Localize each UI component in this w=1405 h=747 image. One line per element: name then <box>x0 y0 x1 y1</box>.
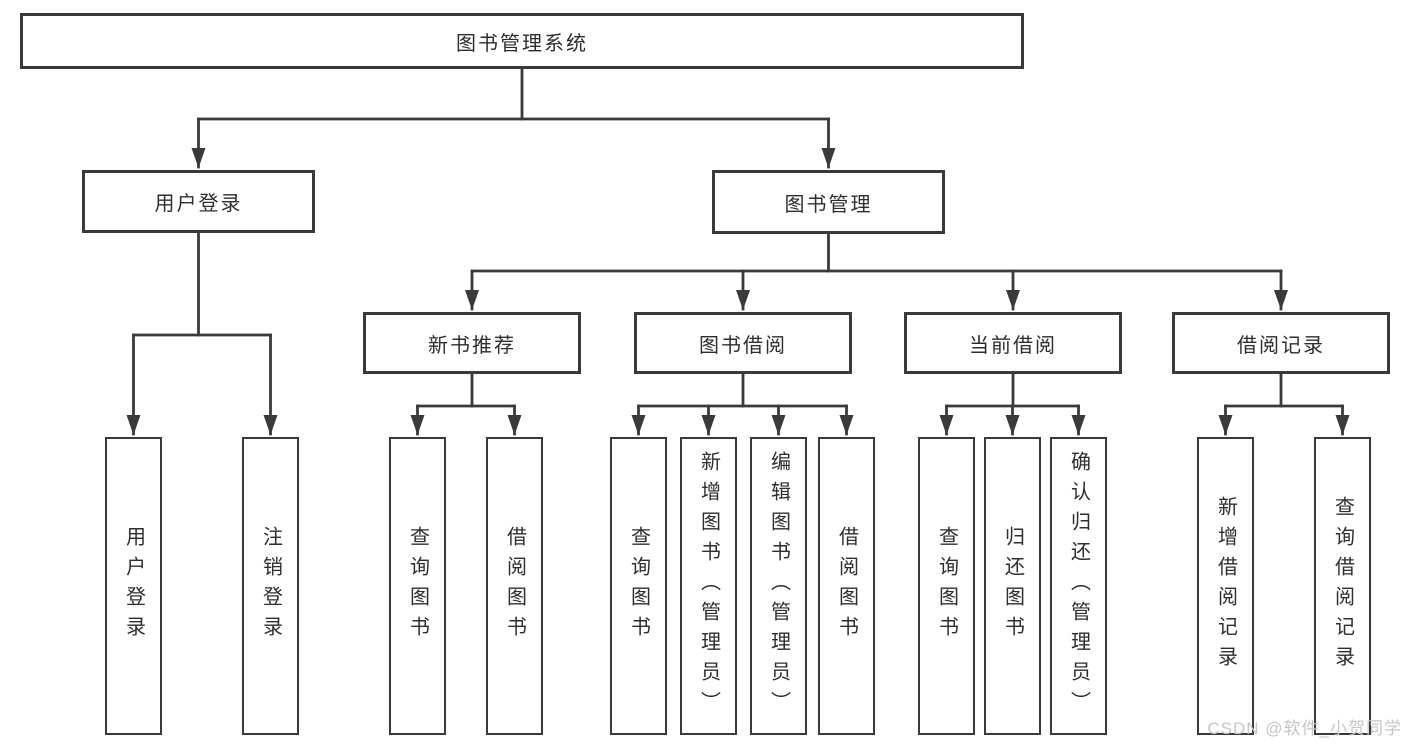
leaf-query-borrowing-record-label: 查询借阅记录 <box>1331 496 1354 676</box>
leaf-add-books-admin: 新增图书（管理员） <box>680 437 737 735</box>
node-book-borrowing: 图书借阅 <box>634 312 852 374</box>
leaf-add-books-admin-label: 新增图书（管理员） <box>697 451 720 721</box>
node-current-borrowing-label: 当前借阅 <box>969 334 1057 357</box>
leaf-query-books-recommend-label: 查询图书 <box>406 526 429 646</box>
node-library-system-label: 图书管理系统 <box>456 32 588 55</box>
node-new-book-recommendation: 新书推荐 <box>363 312 581 374</box>
leaf-borrow-books-borrowing: 借阅图书 <box>818 437 875 735</box>
node-current-borrowing: 当前借阅 <box>904 312 1122 374</box>
node-borrowing-records-label: 借阅记录 <box>1237 334 1325 357</box>
node-book-borrowing-label: 图书借阅 <box>699 334 787 357</box>
node-library-system: 图书管理系统 <box>20 13 1024 69</box>
leaf-return-books: 归还图书 <box>984 437 1041 735</box>
node-book-management: 图书管理 <box>712 170 945 234</box>
leaf-confirm-return-admin: 确认归还（管理员） <box>1050 437 1107 735</box>
leaf-query-borrowing-record: 查询借阅记录 <box>1314 437 1371 735</box>
leaf-user-login: 用户登录 <box>105 437 162 735</box>
node-borrowing-records: 借阅记录 <box>1172 312 1390 374</box>
leaf-edit-books-admin: 编辑图书（管理员） <box>750 437 807 735</box>
leaf-add-borrowing-record: 新增借阅记录 <box>1197 437 1254 735</box>
leaf-query-books-current-label: 查询图书 <box>935 526 958 646</box>
leaf-borrow-books-recommend: 借阅图书 <box>486 437 543 735</box>
leaf-add-borrowing-record-label: 新增借阅记录 <box>1214 496 1237 676</box>
leaf-borrow-books-borrowing-label: 借阅图书 <box>835 526 858 646</box>
node-new-book-recommendation-label: 新书推荐 <box>428 334 516 357</box>
leaf-query-books-borrowing-label: 查询图书 <box>627 526 650 646</box>
leaf-query-books-recommend: 查询图书 <box>389 437 446 735</box>
leaf-borrow-books-recommend-label: 借阅图书 <box>503 526 526 646</box>
leaf-return-books-label: 归还图书 <box>1001 526 1024 646</box>
leaf-logout-login: 注销登录 <box>242 437 299 735</box>
leaf-query-books-current: 查询图书 <box>918 437 975 735</box>
leaf-edit-books-admin-label: 编辑图书（管理员） <box>767 451 790 721</box>
leaf-user-login-label: 用户登录 <box>122 526 145 646</box>
leaf-logout-login-label: 注销登录 <box>259 526 282 646</box>
node-user-login: 用户登录 <box>82 170 315 233</box>
node-book-management-label: 图书管理 <box>784 193 873 216</box>
node-user-login-label: 用户登录 <box>154 193 243 215</box>
leaf-confirm-return-admin-label: 确认归还（管理员） <box>1067 451 1090 721</box>
leaf-query-books-borrowing: 查询图书 <box>610 437 667 735</box>
